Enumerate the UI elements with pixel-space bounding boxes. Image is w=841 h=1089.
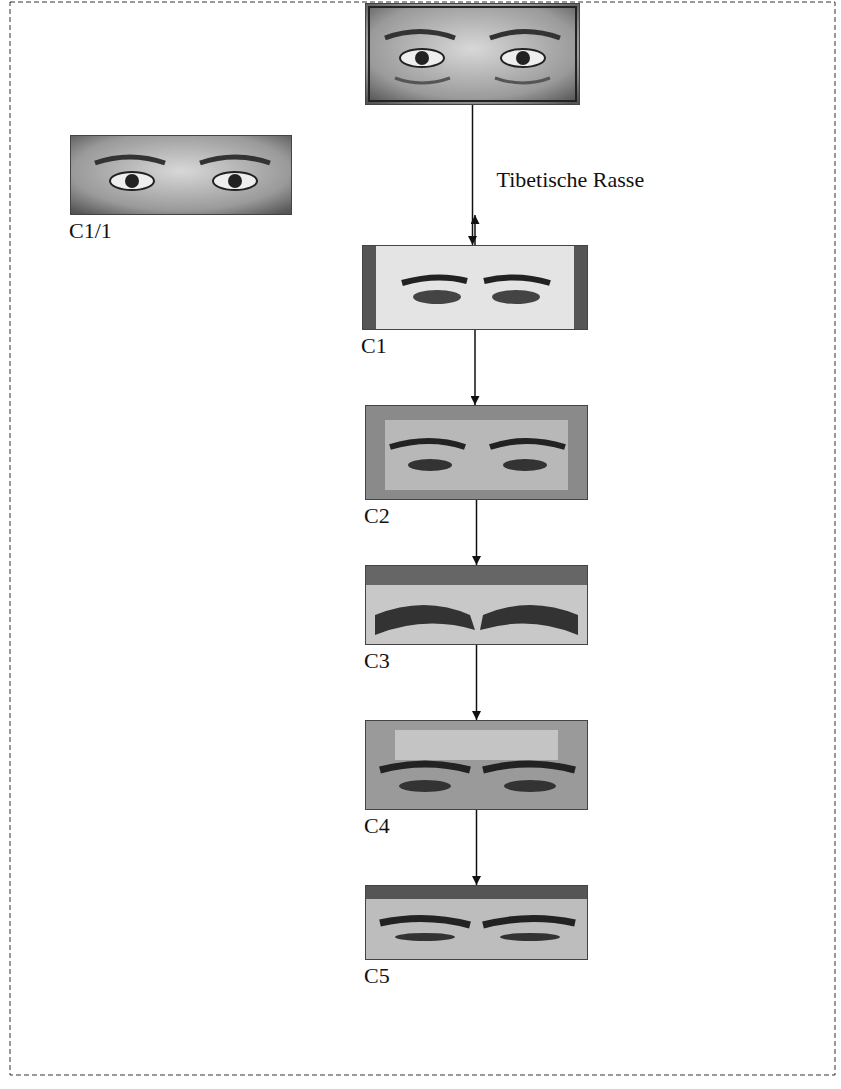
type-label: C1/1 bbox=[69, 219, 112, 243]
arrow bbox=[474, 215, 476, 245]
type-label: C5 bbox=[364, 964, 390, 988]
photo-box: C4 bbox=[365, 720, 588, 810]
arrow bbox=[474, 330, 476, 405]
arrow bbox=[476, 500, 478, 565]
eye-photo bbox=[365, 885, 588, 960]
eye-photo bbox=[365, 565, 588, 645]
type-label: C4 bbox=[364, 814, 390, 838]
eye-photo bbox=[362, 245, 588, 330]
photo-box: C1/1 bbox=[70, 135, 292, 215]
type-label: C3 bbox=[364, 649, 390, 673]
type-label: C1 bbox=[361, 334, 387, 358]
type-label: C2 bbox=[364, 504, 390, 528]
photo-box: C5 bbox=[365, 885, 588, 960]
photo-box: C2 bbox=[365, 405, 588, 500]
arrow bbox=[476, 810, 478, 885]
eye-photo bbox=[365, 405, 588, 500]
photo-box: C3 bbox=[365, 565, 588, 645]
arrow bbox=[476, 645, 478, 720]
frame bbox=[10, 2, 835, 1075]
photo-box bbox=[365, 3, 580, 105]
eye-photo bbox=[70, 135, 292, 215]
photo-box: C1 bbox=[362, 245, 588, 330]
arrow bbox=[472, 105, 474, 245]
eye-photo bbox=[365, 720, 588, 810]
eye-photo bbox=[365, 3, 580, 105]
edge-label: Tibetische Rasse bbox=[495, 167, 649, 193]
